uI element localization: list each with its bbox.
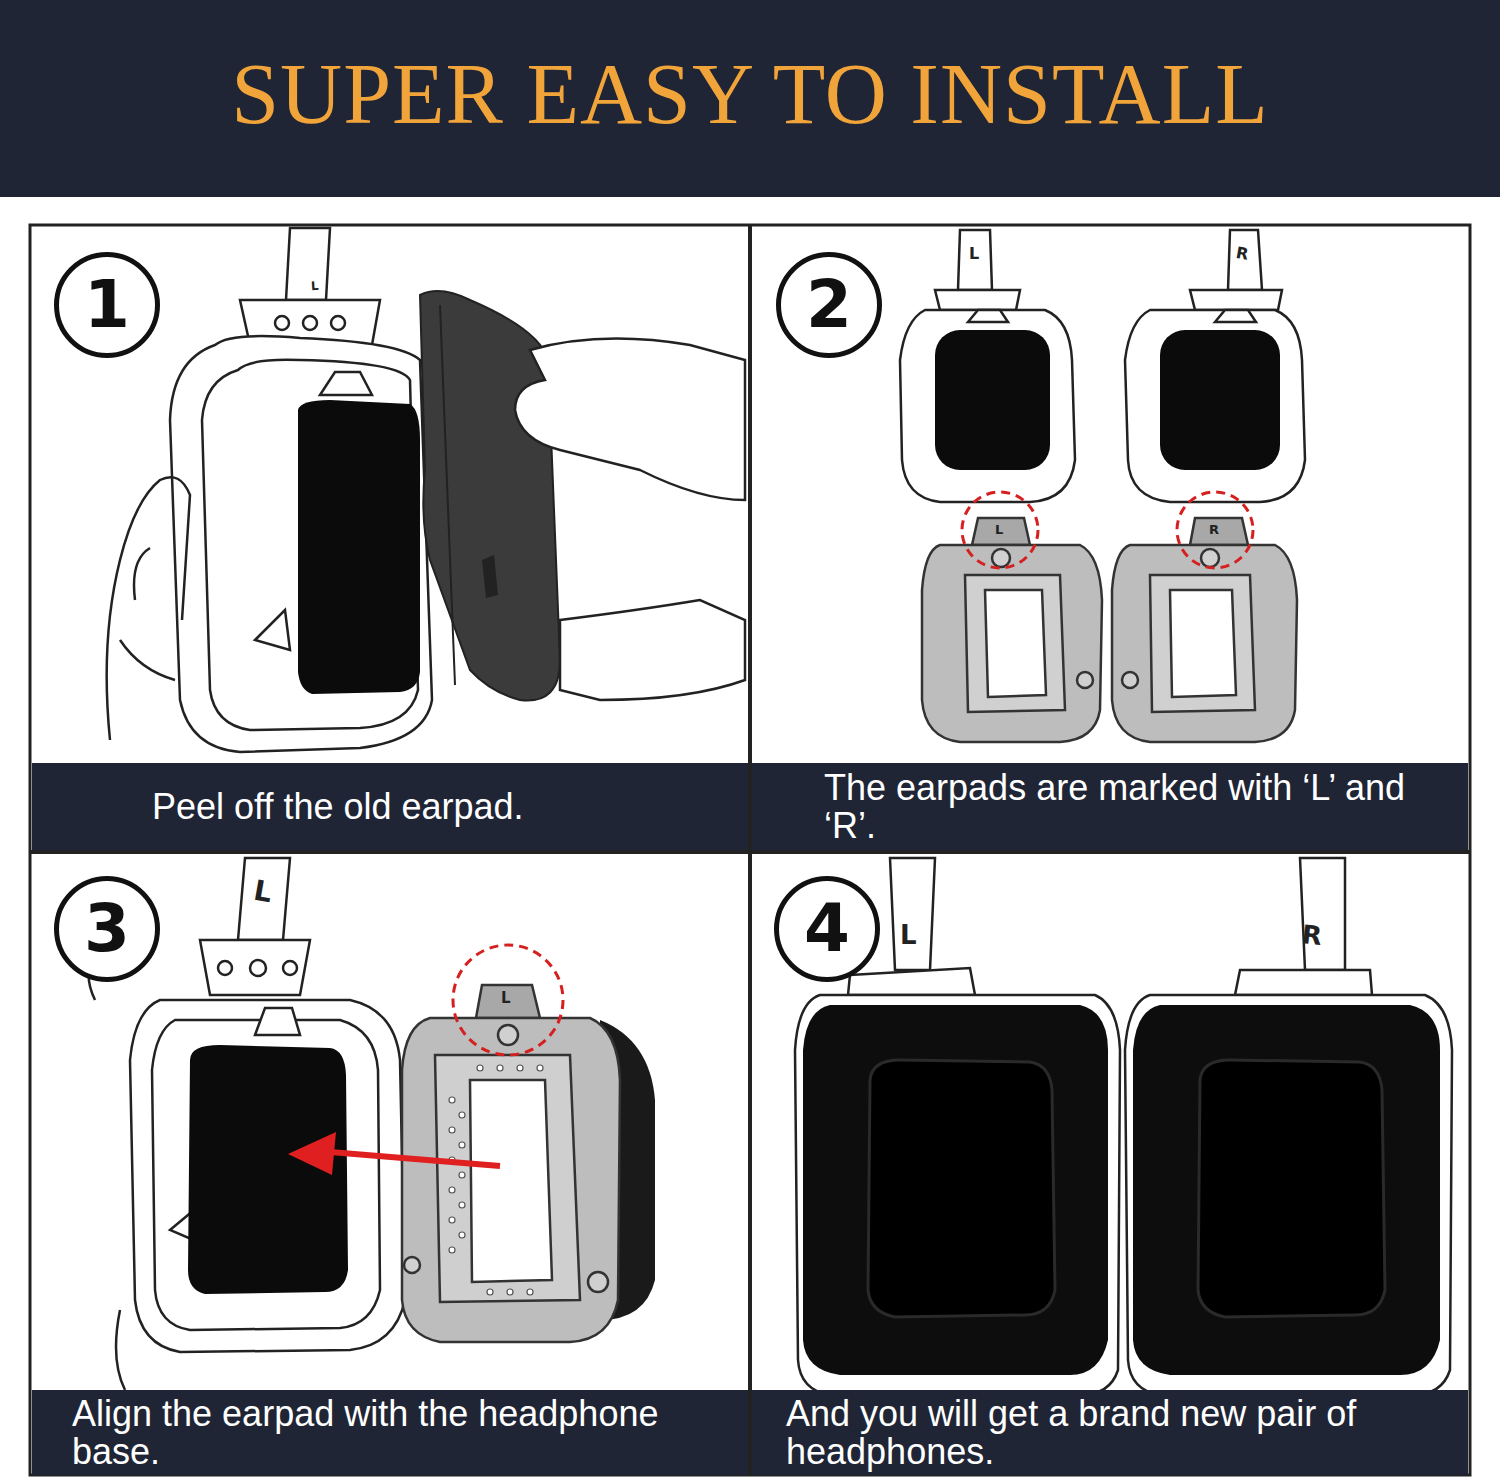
step-number-circle: 4 <box>774 876 880 982</box>
caption-band: And you will get a brand new pair of hea… <box>752 1390 1468 1475</box>
caption-band: Align the earpad with the headphone base… <box>32 1390 748 1475</box>
side-marker: L <box>969 246 979 262</box>
side-marker: L <box>501 991 511 1006</box>
caption-band: Peel off the old earpad. <box>32 763 748 850</box>
step-caption: Align the earpad with the headphone base… <box>72 1395 724 1471</box>
step-number: 1 <box>84 272 130 338</box>
side-marker: L <box>995 523 1003 536</box>
step-caption: And you will get a brand new pair of hea… <box>786 1395 1444 1471</box>
caption-band: The earpads are marked with ‘L’ and ‘R’. <box>752 763 1468 850</box>
page-title: SUPER EASY TO INSTALL <box>0 44 1500 144</box>
step-number: 3 <box>84 896 130 962</box>
side-marker: L <box>311 280 319 293</box>
side-marker: R <box>1209 523 1219 536</box>
side-marker: L <box>900 922 917 948</box>
step-caption: The earpads are marked with ‘L’ and ‘R’. <box>824 769 1444 845</box>
step-number-circle: 2 <box>776 252 882 358</box>
step-number-circle: 1 <box>54 252 160 358</box>
step-number: 4 <box>804 896 850 962</box>
step-number: 2 <box>806 272 852 338</box>
side-marker: R <box>1301 921 1324 949</box>
step-caption: Peel off the old earpad. <box>152 788 524 826</box>
step-number-circle: 3 <box>54 876 160 982</box>
